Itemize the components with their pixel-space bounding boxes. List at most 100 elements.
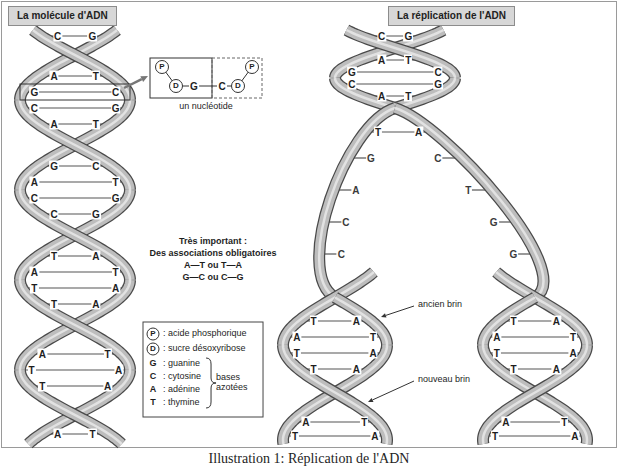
base-letter: A <box>570 431 579 442</box>
strand-highlight <box>283 345 387 444</box>
base-letter: T <box>50 251 58 262</box>
base-letter: T <box>569 332 577 343</box>
phosphate-circle <box>246 61 259 74</box>
base-letter: G <box>30 87 40 98</box>
base-letter: C <box>434 67 443 78</box>
strand-outline <box>20 190 130 280</box>
base-letter: T <box>27 365 35 376</box>
nucleotide-bond <box>183 86 190 87</box>
base-letter: G <box>111 193 121 204</box>
panel-header: La réplication de l'ADN <box>388 6 515 26</box>
legend-base-letter: G <box>149 359 156 369</box>
strand-highlight <box>395 108 543 298</box>
strand-body <box>20 190 130 280</box>
strand-highlight <box>483 298 535 346</box>
base-letter: G <box>403 31 413 42</box>
sugar-letter: D <box>173 82 179 91</box>
arrow-head <box>368 398 373 402</box>
base-letter: T <box>509 316 517 327</box>
phosphate-letter: P <box>249 63 254 72</box>
base-letter: T <box>291 431 299 442</box>
strand-highlight <box>20 190 130 280</box>
strand-outline <box>483 345 587 444</box>
strand-highlight <box>319 108 395 298</box>
base-letter: A <box>501 417 510 428</box>
base-letter: A <box>552 364 561 375</box>
phosphate-letter: P <box>159 63 164 72</box>
strand-outline <box>20 370 122 444</box>
nucleotide-bond <box>227 86 232 87</box>
base-letter: A <box>414 127 423 138</box>
strand-body <box>33 30 130 100</box>
strand-body <box>283 345 387 444</box>
strand-outline <box>20 280 130 370</box>
legend-base-letter: C <box>150 372 157 382</box>
base-letter: T <box>491 431 499 442</box>
strand-outline <box>319 108 395 298</box>
base-letter: T <box>293 348 301 359</box>
rule-note: Des associations obligatoires <box>149 249 276 259</box>
strand-body <box>483 345 587 444</box>
base-letter: T <box>104 349 112 360</box>
strand-outline <box>20 100 130 190</box>
overlay-layer <box>20 58 414 408</box>
base-letter: A <box>370 431 379 442</box>
base-letter: T <box>309 364 317 375</box>
strand-highlight <box>283 345 387 444</box>
base-letter: A <box>50 119 59 130</box>
base-letter: T <box>404 91 412 102</box>
base-letter: T <box>112 177 120 188</box>
base-letter: T <box>112 267 120 278</box>
inset-caption: un nucléotide <box>179 102 233 112</box>
base-letter: G <box>433 79 443 90</box>
base-letter: A <box>352 364 361 375</box>
nucleotide-highlight-box <box>20 84 130 100</box>
base-letter: T <box>493 348 501 359</box>
legend-sugar-circle <box>147 343 159 355</box>
strand-body <box>20 370 122 444</box>
base-letter: T <box>509 364 517 375</box>
strand-outline <box>483 298 535 346</box>
base-letter: C <box>347 79 356 90</box>
sugar-circle <box>170 80 183 93</box>
base-letter: A <box>351 185 360 196</box>
base-letter: A <box>292 332 301 343</box>
strand-body <box>395 78 455 108</box>
base-letter: T <box>309 316 317 327</box>
strand-body <box>483 298 535 346</box>
strand-outline <box>346 30 455 78</box>
base-letter: C <box>217 81 226 92</box>
legend-text: : cytosine <box>163 372 201 382</box>
base-letter: T <box>92 71 100 82</box>
base-letter: T <box>88 429 96 440</box>
nucleotide-dashed-box <box>212 58 262 98</box>
legend-group-label: bases azotées <box>216 373 258 393</box>
rule-note: Très important : <box>179 237 247 247</box>
strand-outline <box>283 345 387 444</box>
strand-highlight <box>335 298 387 346</box>
base-letter: A <box>103 381 112 392</box>
strand-highlight <box>20 280 130 370</box>
strand-body <box>20 100 130 190</box>
legend-text: : thymine <box>163 398 200 408</box>
inset-pointer <box>124 79 142 88</box>
strand-outline <box>483 345 587 444</box>
base-letter: A <box>301 417 310 428</box>
strands-layer <box>20 30 587 444</box>
base-letter: A <box>30 267 39 278</box>
base-letter: C <box>341 217 350 228</box>
base-letter: C <box>111 87 120 98</box>
base-letter: A <box>352 316 361 327</box>
base-letter: T <box>360 417 368 428</box>
figure-caption: Illustration 1: Réplication de l'ADN <box>0 451 618 466</box>
strand-body <box>20 190 130 280</box>
base-letter: C <box>53 31 62 42</box>
base-letter: A <box>30 177 39 188</box>
strand-outline <box>395 78 455 108</box>
header-text: La molécule d'ADN <box>17 10 108 22</box>
rule-note: A—T ou T—A <box>184 261 242 271</box>
legend-sugar-letter: D <box>150 345 156 354</box>
base-letter: A <box>568 348 577 359</box>
base-letter: T <box>560 417 568 428</box>
strand-highlight <box>20 370 122 444</box>
